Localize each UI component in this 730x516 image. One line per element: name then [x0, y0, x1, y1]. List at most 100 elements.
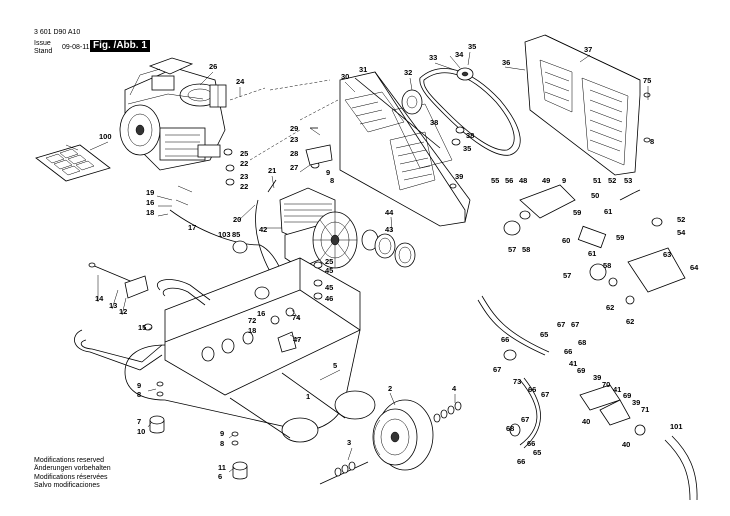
modifications-line: Salvo modificaciones — [34, 482, 100, 490]
callout-45: 45 — [325, 283, 333, 292]
callout-39: 39 — [593, 373, 601, 382]
callout-43: 43 — [385, 225, 393, 234]
rubber-feet — [149, 415, 248, 480]
callout-10: 10 — [137, 427, 145, 436]
compressor-pump — [279, 187, 358, 269]
callout-75: 75 — [643, 76, 651, 85]
callout-50: 50 — [591, 191, 599, 200]
callout-29: 29 — [290, 124, 298, 133]
callout-3: 3 — [347, 438, 351, 447]
callout-27: 27 — [290, 163, 298, 172]
callout-40: 40 — [582, 417, 590, 426]
callout-37: 37 — [584, 45, 592, 54]
callout-22: 22 — [240, 159, 248, 168]
callout-100: 100 — [99, 132, 112, 141]
label-sheet — [35, 144, 111, 182]
callout-20: 20 — [233, 215, 241, 224]
callout-31: 31 — [359, 65, 367, 74]
callout-52: 52 — [677, 215, 685, 224]
document-number: 3 601 D90 A10 — [34, 29, 81, 36]
callout-25: 25 — [325, 257, 333, 266]
callout-36: 36 — [502, 58, 510, 67]
callout-47: 47 — [293, 335, 301, 344]
callout-15: 15 — [138, 323, 146, 332]
callout-55: 55 — [491, 176, 499, 185]
callout-61: 61 — [588, 249, 596, 258]
callout-9: 9 — [562, 176, 566, 185]
callout-49: 49 — [542, 176, 550, 185]
pressure-switch-assembly — [503, 184, 686, 305]
callout-33: 33 — [429, 53, 437, 62]
callout-59: 59 — [616, 233, 624, 242]
issue-date: 09-08-11 — [62, 44, 90, 51]
pulley-and-belt — [401, 67, 521, 156]
callout-46: 46 — [325, 294, 333, 303]
callout-74: 74 — [292, 313, 301, 322]
callout-57: 57 — [563, 271, 571, 280]
callout-67: 67 — [541, 390, 549, 399]
callout-22: 22 — [240, 182, 248, 191]
callout-52: 52 — [608, 176, 616, 185]
callout-21: 21 — [268, 166, 276, 175]
callout-48: 48 — [519, 176, 527, 185]
callout-40: 40 — [622, 440, 630, 449]
callout-14: 14 — [95, 294, 104, 303]
callout-38: 38 — [430, 118, 438, 127]
modifications-line: Modifications reserved — [34, 457, 105, 464]
callout-39: 39 — [455, 172, 463, 181]
callout-65: 65 — [533, 448, 541, 457]
callout-53: 53 — [624, 176, 632, 185]
callout-numbers: 100 26 24 25 22 23 22 19 16 18 17 103 85… — [95, 42, 699, 481]
wheel-washers — [319, 401, 462, 485]
callout-67: 67 — [521, 415, 529, 424]
leader-lines — [89, 51, 649, 473]
callout-42: 42 — [259, 225, 267, 234]
tank-handle — [74, 262, 211, 371]
callout-35: 35 — [463, 144, 471, 153]
callout-12: 12 — [119, 307, 127, 316]
callout-68: 68 — [506, 424, 514, 433]
callout-9: 9 — [326, 168, 330, 177]
callout-11: 11 — [218, 463, 226, 472]
issue-label: Issue Stand — [34, 40, 53, 55]
callout-69: 69 — [623, 391, 631, 400]
callout-6: 6 — [218, 472, 222, 481]
callout-62: 62 — [606, 303, 614, 312]
callout-103: 103 — [218, 230, 231, 239]
callout-58: 58 — [522, 245, 530, 254]
callout-24: 24 — [236, 77, 245, 86]
callout-7: 7 — [137, 417, 141, 426]
callout-41: 41 — [569, 359, 577, 368]
callout-71: 71 — [641, 405, 649, 414]
callout-51: 51 — [593, 176, 601, 185]
callout-17: 17 — [188, 223, 196, 232]
callout-56: 56 — [505, 176, 513, 185]
callout-35: 35 — [468, 42, 476, 51]
callout-85: 85 — [232, 230, 240, 239]
air-tank — [124, 257, 376, 443]
callout-18: 18 — [146, 208, 154, 217]
callout-54: 54 — [677, 228, 686, 237]
callout-44: 44 — [385, 208, 394, 217]
callout-34: 34 — [455, 50, 464, 59]
callout-1: 1 — [306, 392, 310, 401]
callout-9: 9 — [137, 381, 141, 390]
callout-64: 64 — [690, 263, 699, 272]
callout-59: 59 — [573, 208, 581, 217]
callout-32: 32 — [404, 68, 412, 77]
callout-8: 8 — [650, 137, 654, 146]
callout-5: 5 — [333, 361, 337, 370]
engine — [119, 57, 227, 171]
wheel — [372, 399, 434, 471]
callout-66: 66 — [501, 335, 509, 344]
callout-41: 41 — [613, 385, 621, 394]
callout-61: 61 — [604, 207, 612, 216]
callout-28: 28 — [290, 149, 298, 158]
callout-2: 2 — [388, 384, 392, 393]
callout-38: 38 — [466, 131, 474, 140]
callout-58: 58 — [603, 261, 611, 270]
seal-rings — [361, 229, 416, 268]
callout-67: 67 — [557, 320, 565, 329]
